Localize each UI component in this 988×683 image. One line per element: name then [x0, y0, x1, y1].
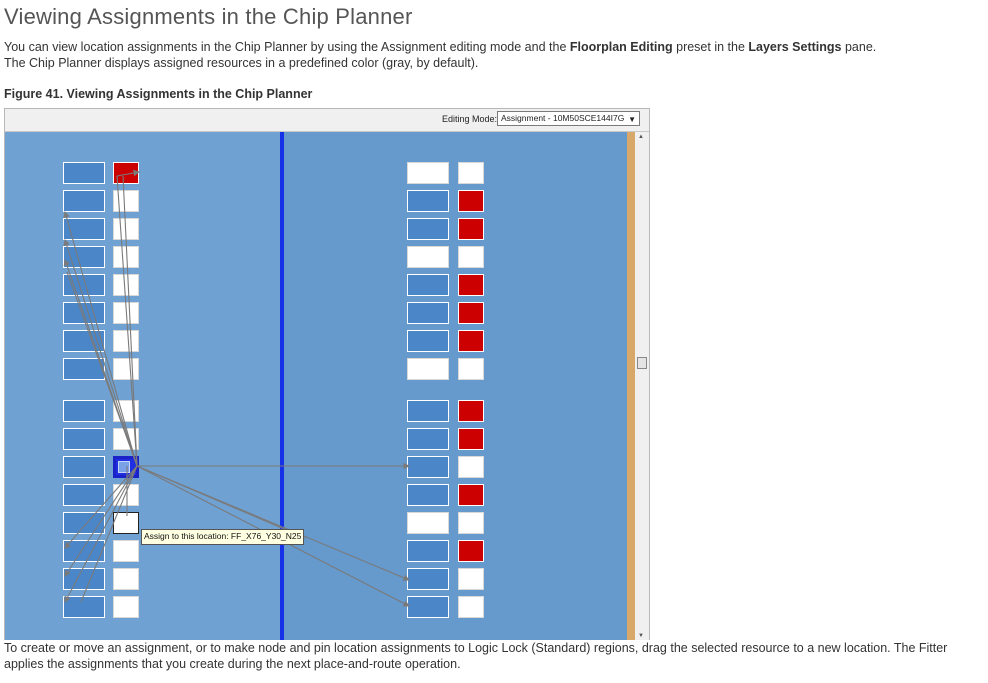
resource-cell[interactable]	[407, 428, 449, 450]
empty-cell[interactable]	[407, 512, 449, 534]
intro-text-1: You can view location assignments in the…	[4, 40, 570, 54]
empty-cell[interactable]	[407, 358, 449, 380]
chip-planner-figure: Editing Mode: Assignment - 10M50SCE144I7…	[4, 108, 650, 640]
figure-caption: Figure 41. Viewing Assignments in the Ch…	[4, 87, 313, 101]
resource-cell[interactable]	[63, 358, 105, 380]
resource-cell[interactable]	[407, 596, 449, 618]
empty-cell[interactable]	[458, 512, 484, 534]
assigned-cell[interactable]	[458, 190, 484, 212]
assigned-cell[interactable]	[458, 400, 484, 422]
resource-cell[interactable]	[63, 484, 105, 506]
resource-cell[interactable]	[63, 568, 105, 590]
footer-text-1: To create or move an assignment, or to m…	[4, 641, 948, 655]
resource-cell[interactable]	[407, 330, 449, 352]
scroll-down-icon[interactable]: ▼	[638, 633, 644, 639]
floorplan-editing-term: Floorplan Editing	[569, 40, 673, 54]
resource-cell[interactable]	[63, 456, 105, 478]
editing-mode-select[interactable]: Assignment - 10M50SCE144I7G ▼	[497, 111, 640, 126]
empty-cell[interactable]	[458, 246, 484, 268]
device-edge	[627, 132, 635, 640]
editing-mode-value: Assignment - 10M50SCE144I7G	[501, 113, 625, 123]
assign-location-tooltip: Assign to this location: FF_X76_Y30_N25	[141, 529, 305, 545]
assignment-line	[122, 175, 138, 467]
left-region	[5, 132, 281, 640]
resource-cell[interactable]	[63, 512, 105, 534]
empty-cell[interactable]	[458, 162, 484, 184]
resource-cell[interactable]	[63, 218, 105, 240]
chevron-down-icon: ▼	[628, 115, 636, 124]
layers-settings-term: Layers Settings	[748, 40, 842, 54]
resource-cell[interactable]	[407, 302, 449, 324]
assigned-cell[interactable]	[458, 428, 484, 450]
assigned-cell[interactable]	[458, 302, 484, 324]
empty-cell[interactable]	[407, 162, 449, 184]
assignment-line	[136, 465, 306, 539]
empty-cell[interactable]	[458, 568, 484, 590]
assignment-line	[116, 169, 141, 177]
assignment-line	[64, 465, 138, 603]
page-title: Viewing Assignments in the Chip Planner	[4, 4, 413, 29]
resource-cell[interactable]	[63, 162, 105, 184]
assigned-cell[interactable]	[458, 484, 484, 506]
assigned-cell[interactable]	[458, 218, 484, 240]
intro-paragraph: You can view location assignments in the…	[4, 39, 876, 71]
scroll-up-icon[interactable]: ▲	[638, 134, 644, 140]
assigned-cell[interactable]	[458, 540, 484, 562]
resource-cell[interactable]	[407, 484, 449, 506]
empty-cell[interactable]	[458, 596, 484, 618]
resource-cell[interactable]	[63, 400, 105, 422]
vertical-scrollbar[interactable]: ▲ ▼	[635, 132, 649, 640]
assignment-line	[64, 465, 138, 577]
assigned-cell[interactable]	[458, 330, 484, 352]
assigned-cell[interactable]	[458, 274, 484, 296]
assignment-line	[116, 175, 138, 467]
region-divider	[280, 132, 284, 640]
empty-cell[interactable]	[113, 568, 139, 590]
intro-text-3: pane.	[841, 40, 877, 54]
resource-cell[interactable]	[407, 190, 449, 212]
resource-cell[interactable]	[407, 274, 449, 296]
resource-cell[interactable]	[407, 540, 449, 562]
resource-cell[interactable]	[407, 400, 449, 422]
footer-paragraph: To create or move an assignment, or to m…	[4, 640, 947, 672]
empty-cell[interactable]	[113, 330, 139, 352]
floorplan-canvas[interactable]: Assign to this location: FF_X76_Y30_N25	[5, 132, 627, 640]
scroll-thumb[interactable]	[637, 357, 647, 369]
empty-cell[interactable]	[113, 484, 139, 506]
assignment-line	[66, 271, 138, 467]
assignment-line	[63, 210, 138, 467]
assignment-line	[64, 465, 138, 549]
empty-cell[interactable]	[458, 358, 484, 380]
empty-cell[interactable]	[113, 596, 139, 618]
chip-planner-toolbar: Editing Mode: Assignment - 10M50SCE144I7…	[5, 109, 649, 132]
assignment-line	[63, 238, 138, 467]
resource-cell[interactable]	[63, 246, 105, 268]
editing-mode-label: Editing Mode:	[442, 114, 498, 124]
empty-cell[interactable]	[113, 540, 139, 562]
footer-text-2: applies the assignments that you create …	[4, 657, 461, 671]
assignment-line	[80, 465, 138, 603]
resource-cell[interactable]	[63, 428, 105, 450]
intro-text-4: The Chip Planner displays assigned resou…	[4, 56, 479, 70]
resource-cell[interactable]	[63, 596, 105, 618]
empty-cell[interactable]	[407, 246, 449, 268]
empty-cell[interactable]	[113, 274, 139, 296]
resource-cell[interactable]	[63, 190, 105, 212]
intro-text-2: preset in the	[672, 40, 749, 54]
resource-cell[interactable]	[407, 218, 449, 240]
resource-cell[interactable]	[63, 330, 105, 352]
assignment-lines	[63, 169, 411, 607]
empty-cell[interactable]	[458, 456, 484, 478]
